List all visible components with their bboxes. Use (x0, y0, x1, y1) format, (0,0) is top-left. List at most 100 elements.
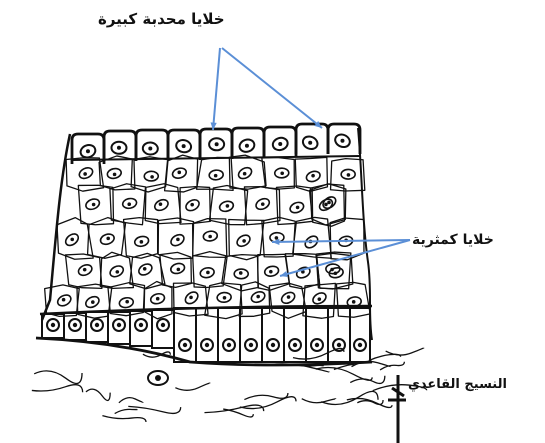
nucleolus (177, 268, 181, 272)
nucleolus (245, 144, 249, 148)
connective-fibre (115, 409, 138, 413)
nucleolus (148, 147, 152, 151)
basal-cell (108, 312, 130, 344)
nucleolus (327, 201, 331, 205)
nucleolus (62, 298, 66, 302)
basal-nucleolus (161, 323, 165, 327)
nucleolus (269, 270, 273, 274)
nucleolus (83, 268, 87, 272)
basal-nucleolus (205, 343, 209, 347)
nucleolus (296, 206, 300, 210)
nucleolus (206, 271, 210, 275)
cell-layers (36, 124, 372, 365)
nucleolus (226, 204, 230, 208)
nucleolus (182, 144, 186, 148)
nucleolus (106, 237, 110, 241)
nucleolus (125, 300, 129, 304)
nucleolus (214, 174, 218, 178)
connective-fibre (316, 367, 372, 380)
nucleolus (223, 296, 227, 300)
basal-nucleolus (249, 343, 253, 347)
connective-fibre (86, 389, 110, 400)
basal-nucleolus (95, 323, 99, 327)
polygonal-cell (229, 220, 264, 260)
nucleolus (208, 235, 212, 239)
nucleolus (275, 236, 279, 240)
basal-nucleolus (293, 343, 297, 347)
connective-fibre (102, 416, 146, 422)
nucleolus (261, 202, 265, 206)
pointer-surface-right (222, 48, 322, 128)
nucleolus (91, 300, 95, 304)
nucleolus (256, 295, 260, 299)
nucleolus (242, 239, 246, 243)
polygonal-cell (336, 282, 370, 317)
pointer-cell-lower-head (280, 271, 288, 277)
nucleolus (116, 270, 120, 274)
connective-fibre (380, 362, 404, 370)
nucleolus (308, 141, 312, 145)
nucleolus (177, 171, 181, 175)
nucleolus (287, 295, 291, 299)
basal-cell (152, 310, 174, 348)
nucleolus (311, 174, 315, 178)
nucleolus (156, 297, 160, 301)
nucleolus (340, 139, 344, 143)
nucleolus (352, 300, 356, 304)
label-connective-tissue: النسيج القاعدي (408, 378, 507, 391)
label-cuboidal-cells: خلايا كمثرية (412, 233, 494, 247)
nucleolus (159, 202, 163, 206)
nucleolus (190, 203, 194, 207)
connective-fibre (302, 399, 336, 403)
pointer-cell-upper-head (272, 239, 279, 245)
nucleolus (215, 142, 219, 146)
basal-nucleolus (271, 343, 275, 347)
nucleolus (334, 271, 338, 275)
connective-fibre (32, 385, 83, 393)
pointer-surface-left (213, 48, 220, 130)
nucleolus (140, 240, 144, 244)
basal-cell (262, 308, 284, 362)
nucleolus (239, 271, 243, 275)
nucleolus (278, 142, 282, 146)
nucleolus (150, 175, 154, 179)
polygonal-cell (239, 282, 269, 317)
basal-nucleolus (139, 323, 143, 327)
basal-nucleolus (315, 343, 319, 347)
fibroblast-nucleus (155, 375, 161, 381)
nucleolus (83, 172, 87, 176)
pointer-cell-lower (280, 240, 410, 276)
basal-nucleolus (337, 343, 341, 347)
connective-fibre (321, 391, 378, 404)
connective-fibre (119, 398, 143, 403)
basal-nucleolus (227, 343, 231, 347)
connective-fibre (334, 364, 355, 369)
nucleolus (86, 149, 90, 153)
nucleolus (117, 146, 121, 150)
basal-nucleolus (51, 323, 55, 327)
nucleolus (280, 172, 284, 176)
nucleolus (324, 203, 328, 207)
polygonal-cell (229, 155, 266, 189)
nucleolus (113, 173, 117, 177)
connective-fibre (175, 383, 210, 390)
basal-cell (130, 311, 152, 346)
surface-cell (136, 130, 168, 160)
polygonal-cell (205, 283, 242, 319)
nucleolus (127, 202, 131, 206)
nucleolus (347, 173, 351, 177)
connective-fibre (244, 393, 288, 400)
nucleolus (189, 296, 193, 300)
pointer-cell-upper (272, 240, 410, 242)
connective-fibre (34, 371, 82, 384)
nucleolus (143, 267, 147, 271)
surface-cell (328, 124, 360, 154)
basal-nucleolus (183, 343, 187, 347)
surface-cell (232, 128, 264, 158)
basal-nucleolus (73, 323, 77, 327)
nucleolus (243, 172, 247, 176)
label-large-polygonal-cells: خلايا محدبة كبيرة (98, 12, 225, 27)
nucleolus (70, 238, 74, 242)
nucleolus (318, 297, 322, 301)
nucleolus (92, 203, 96, 207)
